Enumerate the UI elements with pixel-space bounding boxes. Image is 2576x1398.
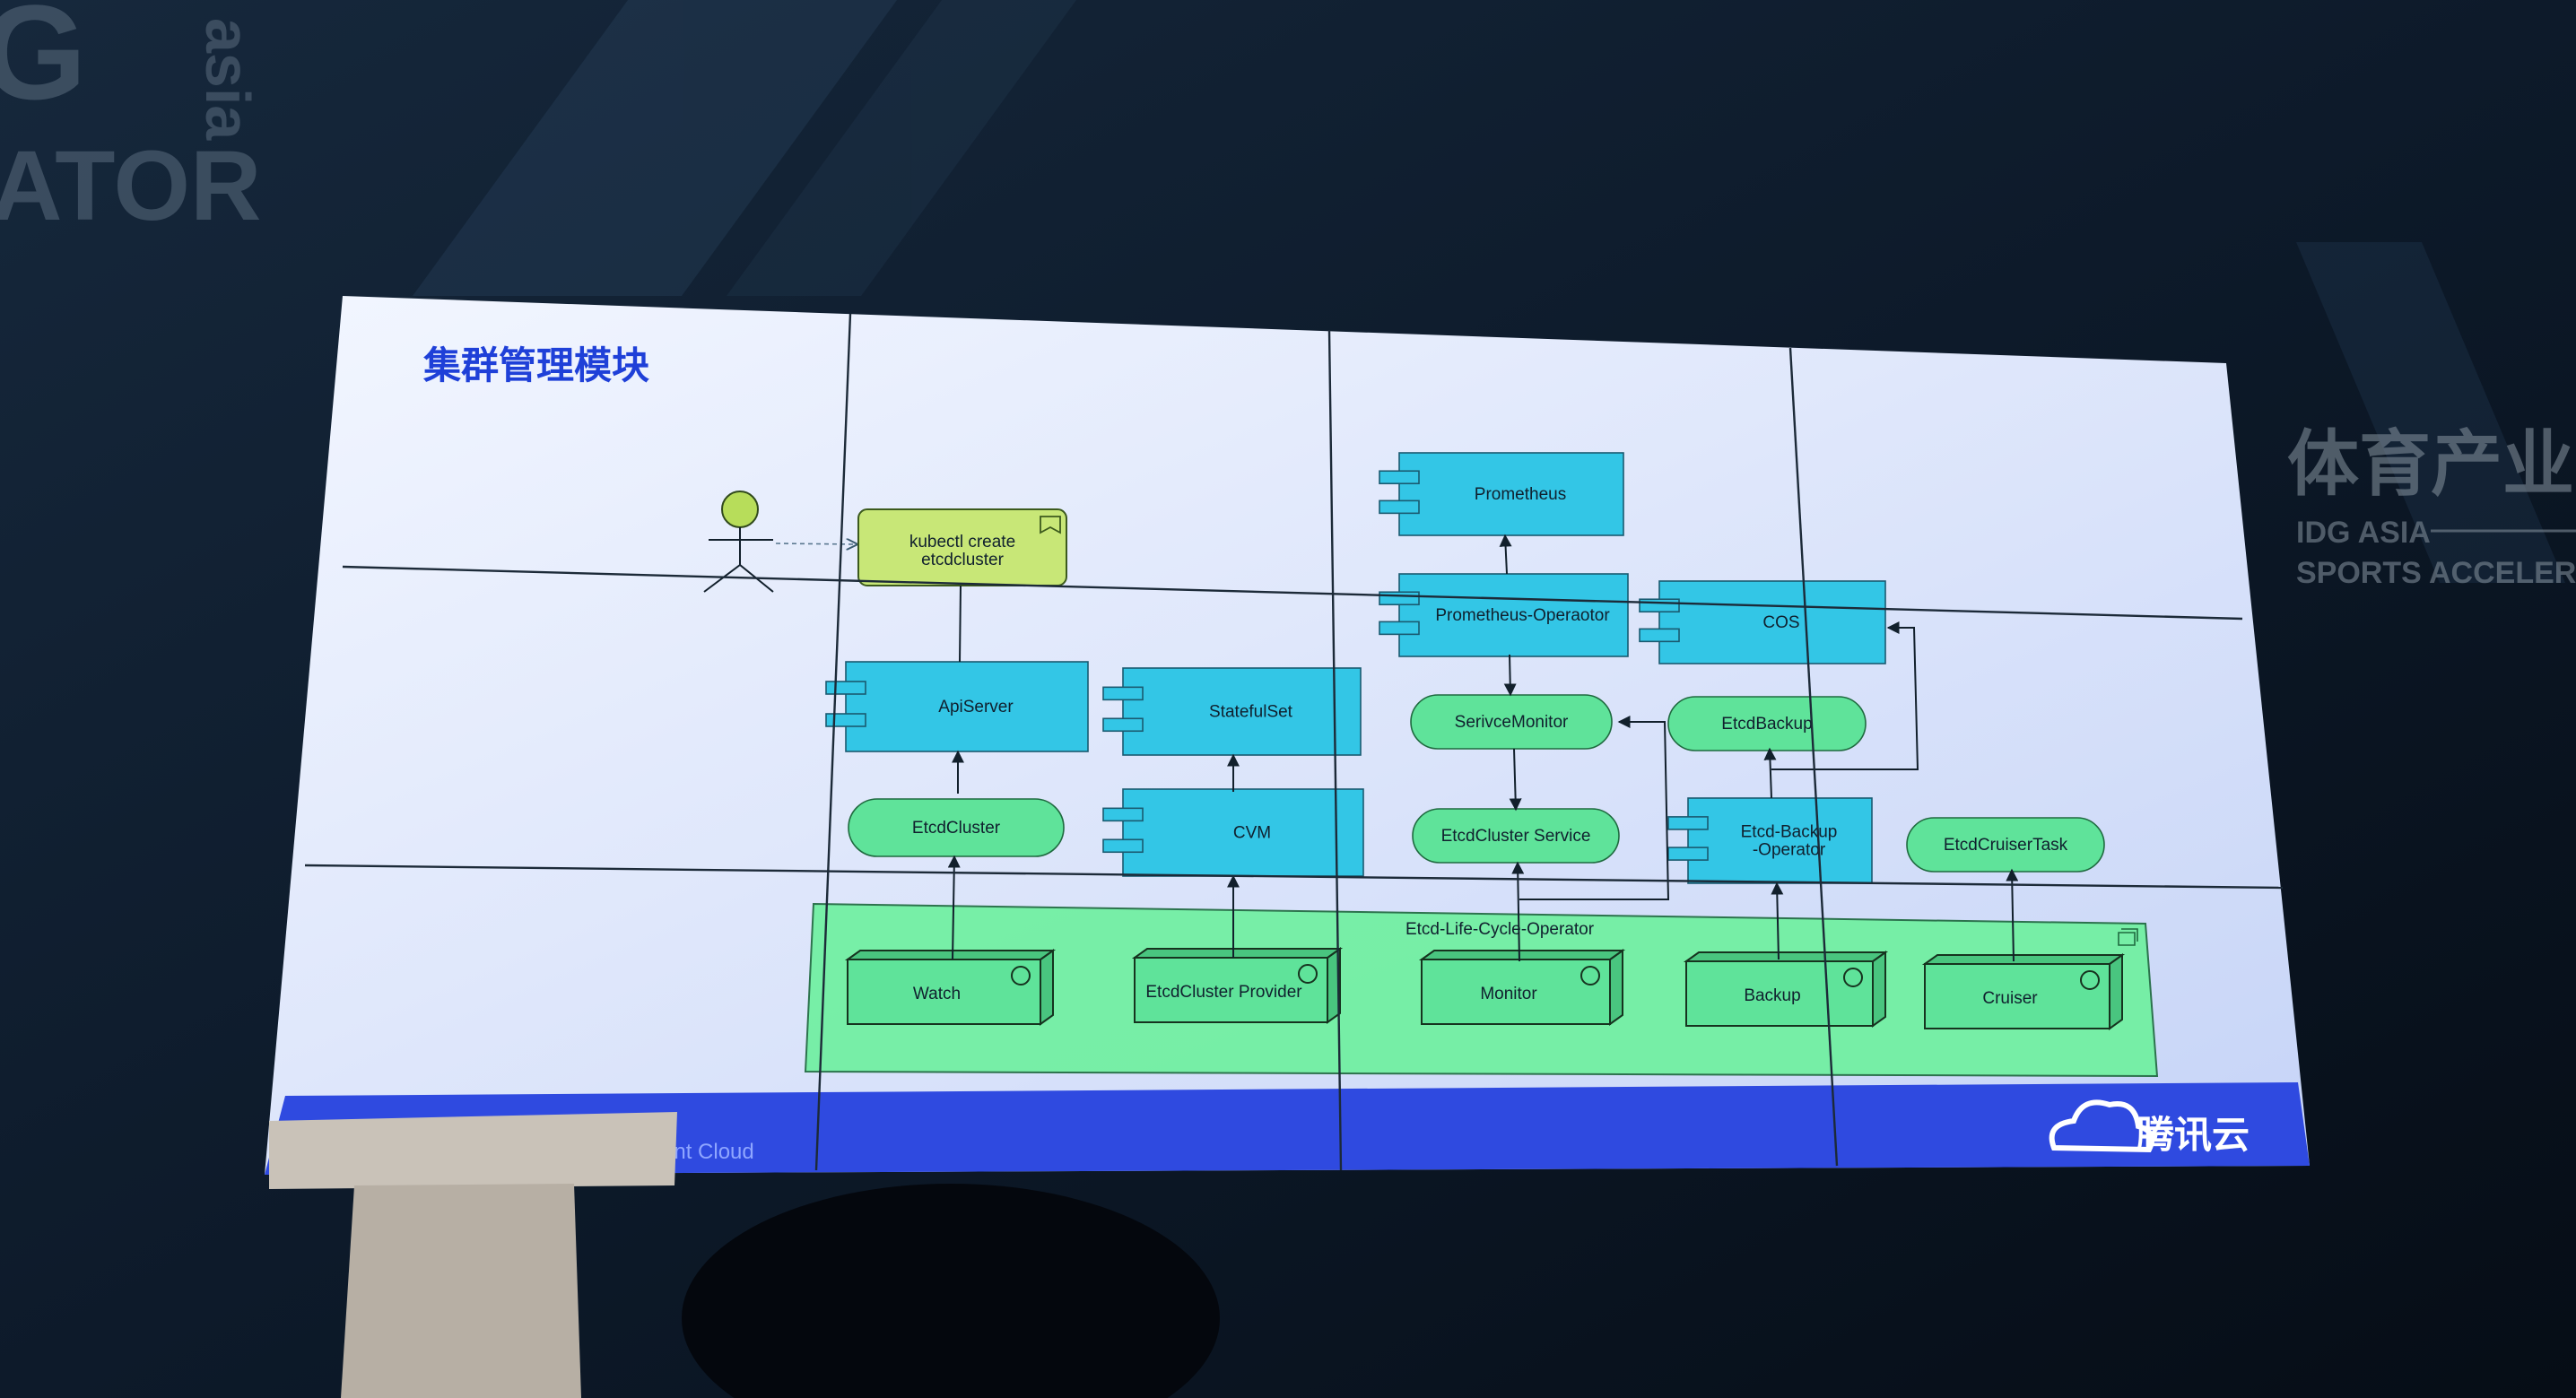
component-port-icon (1379, 591, 1420, 606)
component-port-icon (1379, 470, 1420, 485)
package-icon (2118, 928, 2138, 946)
resource-servicemonitor: SerivceMonitor (1410, 694, 1613, 750)
edge-apiserver-request (959, 585, 962, 663)
left-sign-large: G (0, 0, 87, 127)
edge-operator-prometheus (1499, 534, 1512, 575)
footer-left-text: ent Cloud (662, 1140, 754, 1164)
component-port-icon (1102, 717, 1144, 733)
edge-backupoperator-etcdbackup (1763, 747, 1777, 799)
resource-etcdcluster: EtcdCluster (848, 798, 1065, 857)
node-watch: Watch (844, 949, 1057, 1026)
component-port-icon (825, 713, 866, 727)
right-sign-line2: SPORTS ACCELERATOR (2296, 556, 2576, 590)
left-sign-word: ATOR (0, 131, 261, 241)
node-provider: EtcdCluster Provider (1131, 947, 1344, 1024)
right-sign-line1: IDG ASIA (2296, 516, 2431, 550)
diagram-edges (947, 534, 2019, 962)
node-status-icon (1298, 964, 1318, 984)
cloud-icon (2049, 1099, 2154, 1153)
node-monitor: Monitor (1418, 949, 1626, 1026)
node-label: EtcdCluster Provider (1145, 983, 1302, 1002)
component-port-icon (1667, 816, 1709, 830)
resource-label: SerivceMonitor (1455, 713, 1569, 732)
right-backdrop-sign: 体育产业 IDG ASIA SPORTS ACCELERATOR (2287, 422, 2576, 590)
node-label: Backup (1744, 986, 1800, 1005)
resource-etcdcluster-service: EtcdCluster Service (1412, 808, 1620, 864)
edge-backup-backupoperator (1771, 881, 1784, 960)
component-label: COS (1762, 613, 1799, 632)
component-label: ApiServer (938, 698, 1014, 716)
component-port-icon (1667, 847, 1709, 861)
slide-footer (265, 1082, 2310, 1175)
component-port-icon (1639, 628, 1680, 643)
component-port-icon (1102, 838, 1144, 854)
resource-layer: EtcdCluster SerivceMonitor EtcdBackupEtcdC… (848, 694, 2105, 873)
component-port-icon (825, 681, 866, 695)
component-statefulset: StatefulSet (1102, 667, 1362, 756)
resource-label: EtcdCruiserTask (1944, 836, 2068, 855)
component-label: StatefulSet (1209, 703, 1293, 722)
component-port-icon (1102, 807, 1144, 822)
audience-silhouette (682, 1184, 1220, 1398)
component-prometheus-operator: Prometheus-Operaotor (1379, 573, 1629, 657)
node-backup: Backup (1683, 951, 1889, 1028)
component-cos: COS (1639, 580, 1886, 664)
component-cvm: CVM (1102, 788, 1364, 877)
node-label: Watch (913, 985, 961, 1003)
component-etcd-backup-operator: Etcd-Backup-Operator (1667, 797, 1873, 884)
tencent-cloud-logo: 腾讯云 (2049, 1099, 2250, 1157)
component-label: Prometheus (1475, 485, 1566, 504)
component-port-icon (1379, 499, 1420, 515)
actor-icon (703, 491, 774, 593)
edge-backup-cos (1771, 621, 1919, 770)
podium (269, 1112, 677, 1398)
package-node-layer: Watch EtcdCluster Provider Monitor Backup Cr… (844, 947, 2126, 1030)
resource-label: EtcdCluster (912, 819, 1001, 838)
component-apiserver: ApiServer (825, 661, 1089, 752)
actor-request-edge (775, 543, 857, 544)
footer-brand: 腾讯云 (2137, 1113, 2250, 1157)
component-port-icon (1102, 686, 1144, 701)
component-label: Etcd-Backup-Operator (1741, 823, 1838, 860)
resource-etcdbackup: EtcdBackup (1667, 696, 1867, 751)
node-status-icon (2080, 970, 2100, 990)
node-status-icon (1580, 966, 1600, 986)
component-port-icon (1639, 598, 1680, 613)
node-cruiser: Cruiser (1921, 953, 2126, 1030)
left-sign-small: asia (193, 18, 263, 141)
right-sign-title: 体育产业 (2287, 422, 2574, 506)
video-wall-seams (304, 313, 2284, 1171)
resource-label: EtcdCluster Service (1441, 827, 1591, 846)
resource-etcdcruisertask: EtcdCruiserTask (1906, 817, 2105, 873)
edge-servicemonitor-service (1509, 748, 1522, 812)
component-label: CVM (1233, 824, 1271, 843)
component-prometheus: Prometheus (1379, 452, 1624, 536)
node-label: Cruiser (1982, 989, 2038, 1008)
resource-label: EtcdBackup (1721, 715, 1812, 734)
note-icon (1040, 516, 1061, 534)
component-label: Prometheus-Operaotor (1435, 606, 1610, 625)
edge-monitor-servicemonitor (1519, 716, 1670, 900)
component-port-icon (1379, 621, 1420, 636)
stage-stripes (413, 0, 2565, 583)
node-label: Monitor (1480, 985, 1537, 1003)
node-status-icon (1843, 968, 1863, 987)
node-status-icon (1011, 966, 1031, 986)
left-backdrop-sign: G asia ATOR (0, 0, 263, 241)
slide-title: 集群管理模块 (422, 343, 649, 387)
package-title: Etcd-Life-Cycle-Operator (1405, 920, 1595, 939)
